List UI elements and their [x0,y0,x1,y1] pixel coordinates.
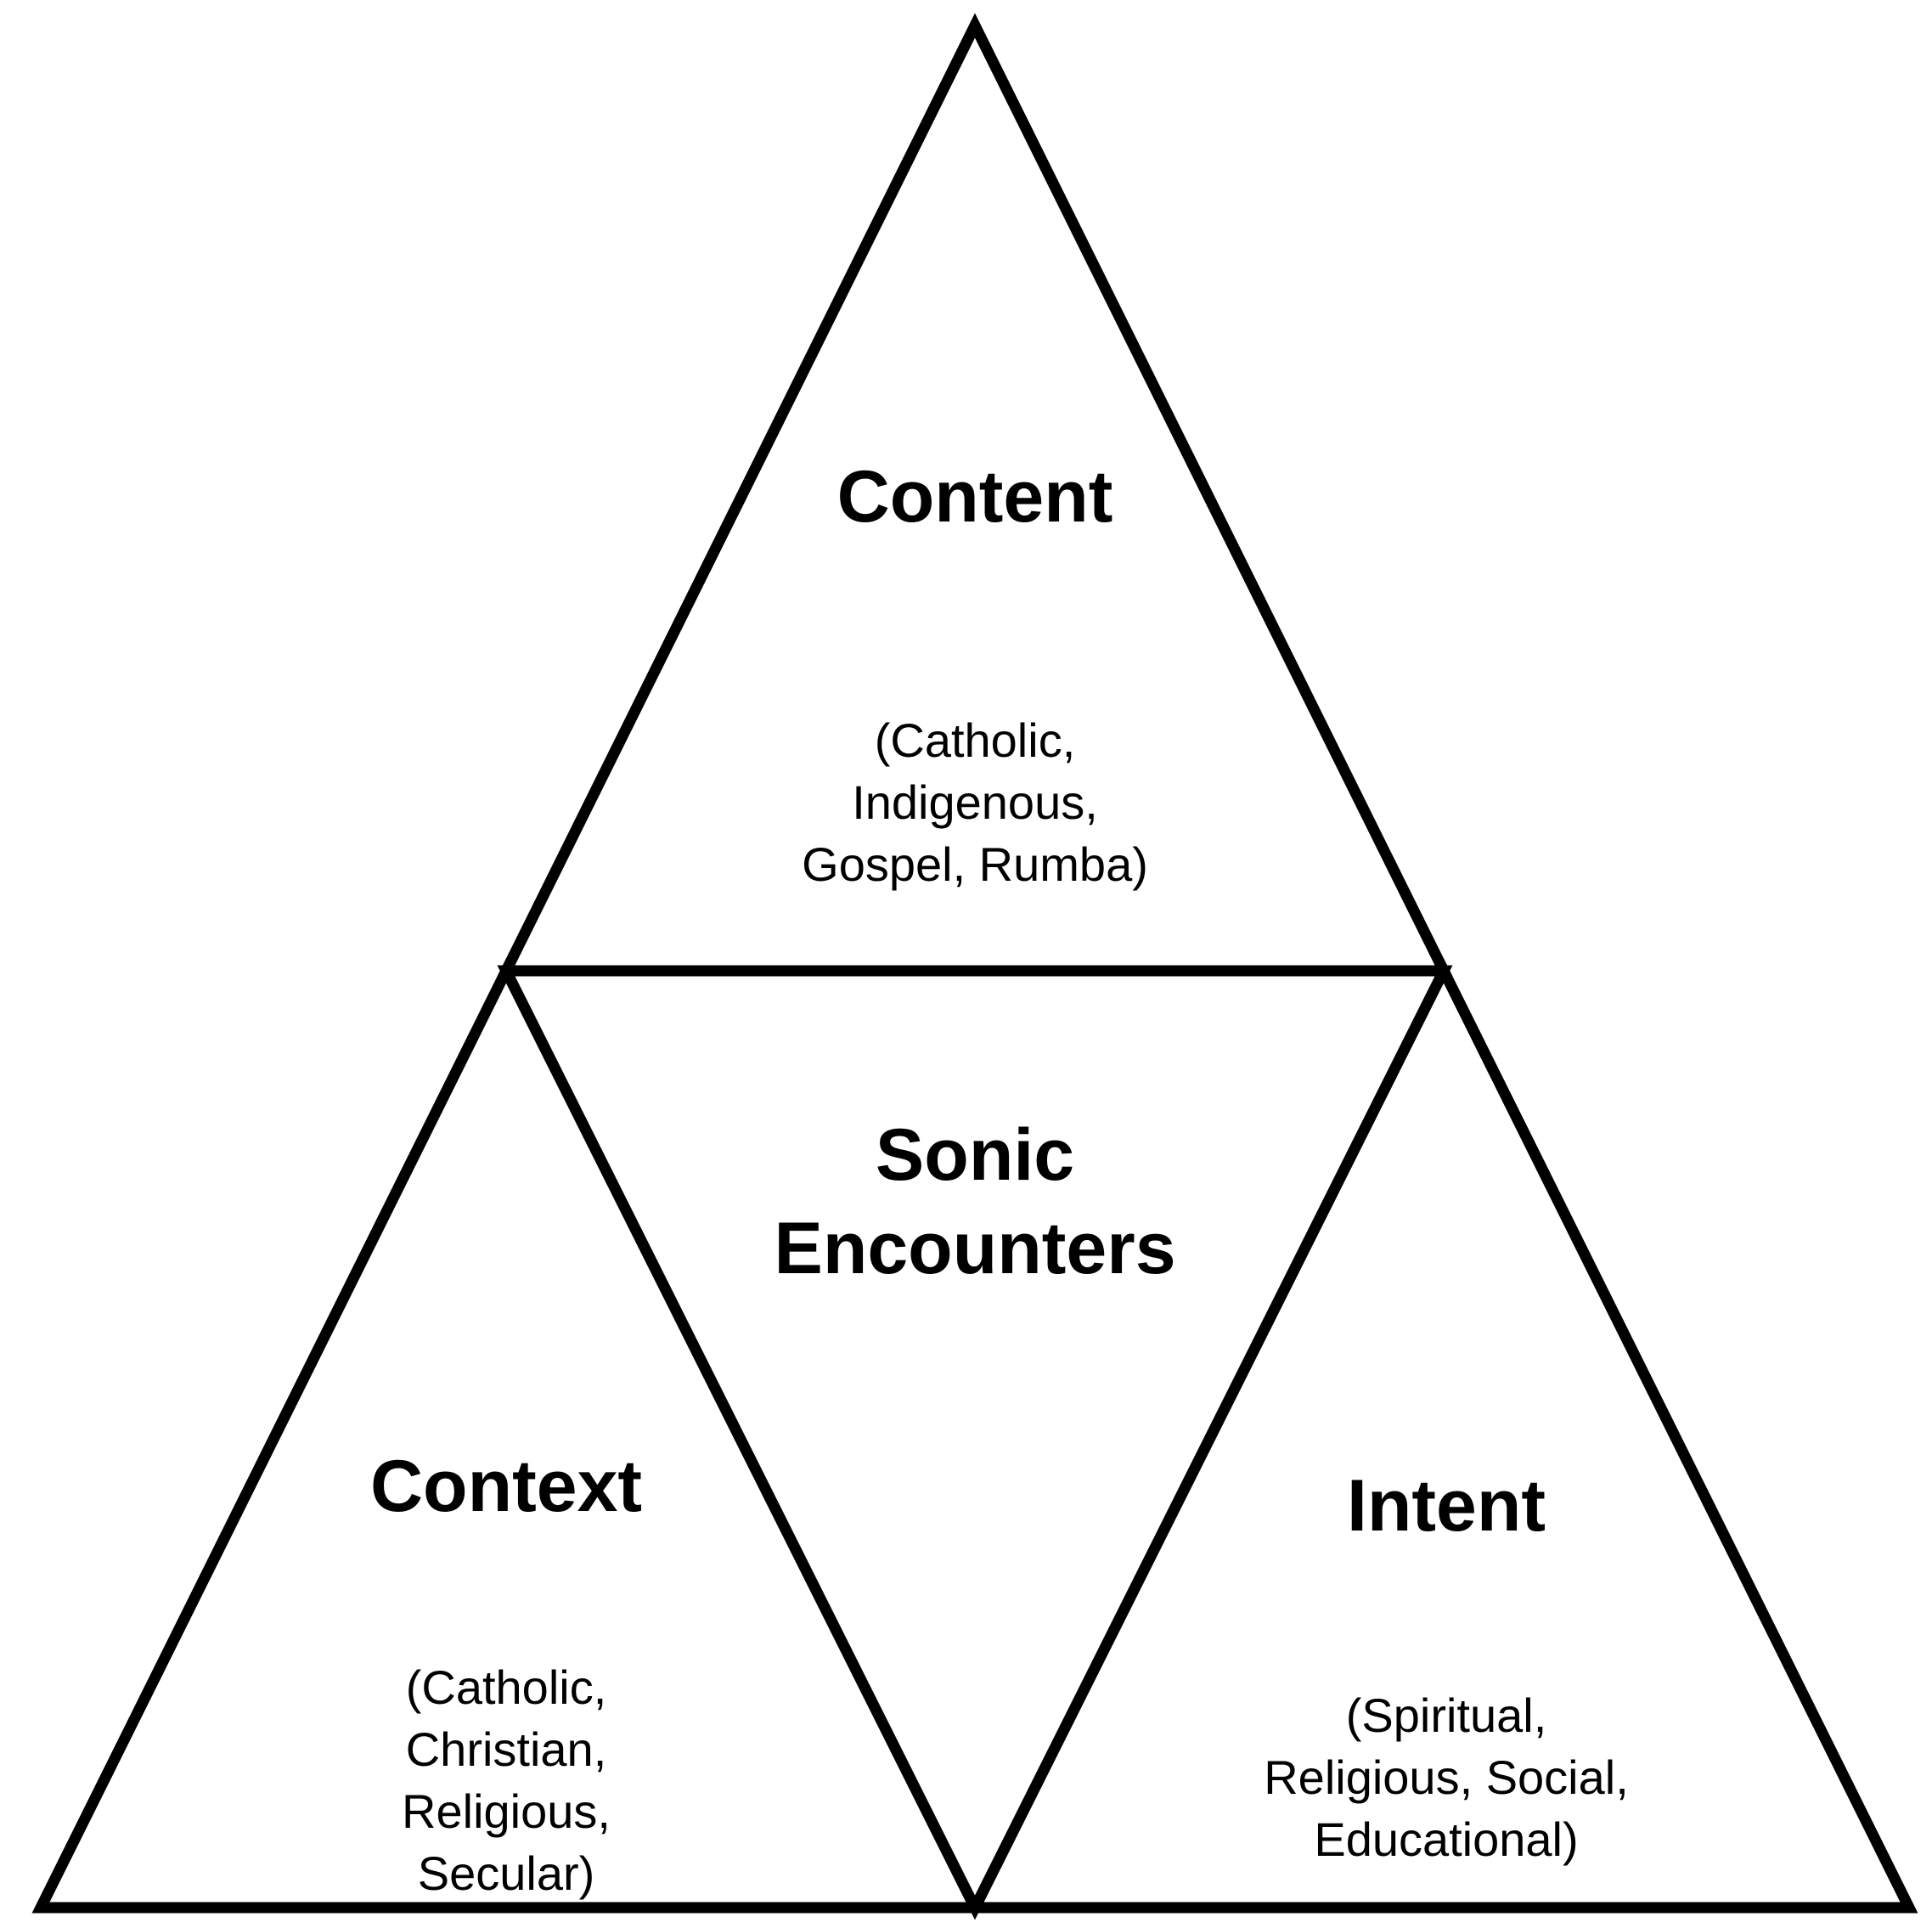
content-title: Content [836,456,1113,538]
triangle-center-sonic-encounters [497,965,1453,1920]
content-desc-line: Gospel, Rumba) [802,837,1148,891]
intent-desc-line: Educational) [1314,1812,1579,1866]
intent-desc-line: Religious, Social, [1264,1750,1629,1804]
intent-title: Intent [1346,1465,1546,1547]
content-desc-line: (Catholic, [874,713,1076,767]
content-description: (Catholic, Indigenous, Gospel, Rumba) [802,709,1148,895]
sonic-encounters-title-line: Sonic [875,1114,1075,1196]
content-desc-line: Indigenous, [852,775,1098,829]
context-desc-line: Religious, [402,1784,611,1838]
sonic-encounters-title: Sonic Encounters [774,1108,1175,1295]
intent-desc-line: (Spiritual, [1345,1688,1547,1742]
context-desc-line: Christian, [405,1722,607,1776]
intent-description: (Spiritual, Religious, Social, Education… [1264,1684,1629,1870]
context-desc-line: Secular) [417,1846,595,1900]
context-description: (Catholic, Christian, Religious, Secular… [402,1656,611,1904]
sonic-encounters-title-line: Encounters [774,1208,1176,1289]
context-title: Context [369,1446,643,1527]
context-desc-line: (Catholic, [405,1660,607,1714]
